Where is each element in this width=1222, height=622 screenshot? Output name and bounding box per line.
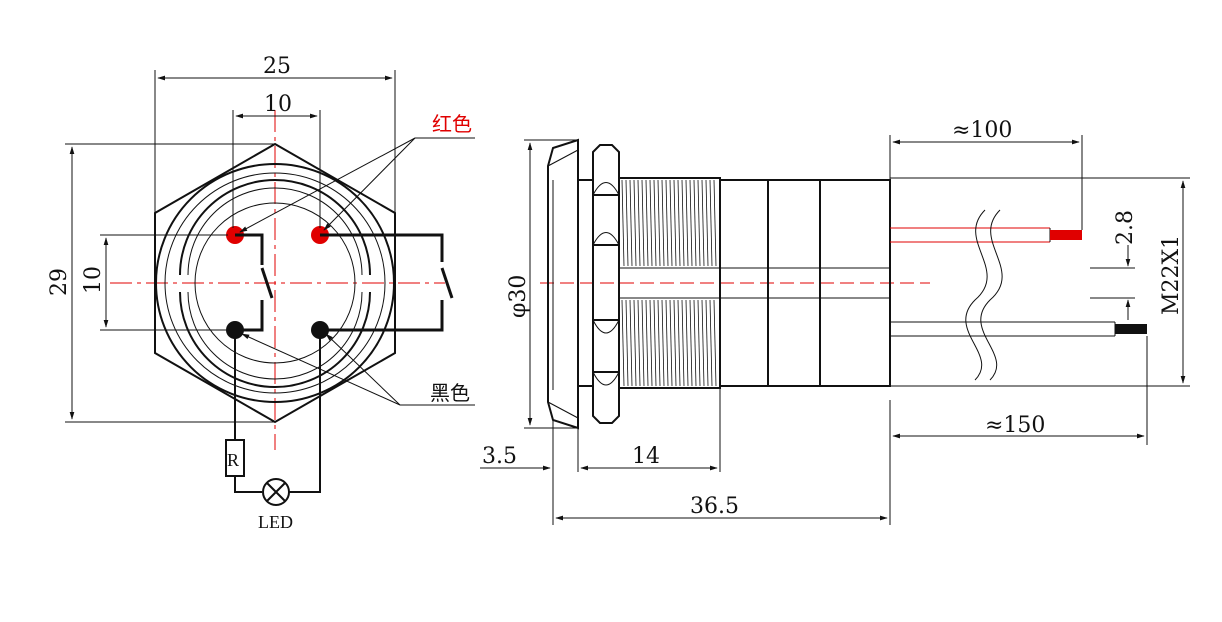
break-line-1 xyxy=(965,209,988,381)
thread-line xyxy=(621,179,625,267)
switch-right-lower xyxy=(320,300,444,332)
thread-line xyxy=(629,179,633,267)
thread-line xyxy=(661,179,665,267)
break-line-2 xyxy=(980,209,1003,381)
thread-line xyxy=(653,179,657,267)
thread-line xyxy=(689,179,693,267)
wire-resistor-led xyxy=(234,476,262,493)
thread-line xyxy=(653,299,657,387)
switch-left-upper xyxy=(235,233,264,265)
thread-line xyxy=(661,299,665,387)
dim-phi30: φ30 xyxy=(506,275,531,318)
thread-line xyxy=(701,299,705,387)
dim-29: 29 xyxy=(47,268,72,296)
dim-14: 14 xyxy=(632,444,660,469)
bezel-ring xyxy=(164,172,386,394)
thread-line xyxy=(669,179,673,267)
dim-m22x1: M22X1 xyxy=(1159,235,1184,315)
thread-line xyxy=(713,299,717,387)
wire-black-tip xyxy=(1115,324,1147,334)
dim-150: ≈150 xyxy=(985,413,1045,438)
thread-line xyxy=(641,179,645,267)
thread-line xyxy=(625,179,629,267)
label-red: 红色 xyxy=(432,112,472,136)
thread-line xyxy=(645,299,649,387)
resistor-label: R xyxy=(227,450,239,470)
thread-line xyxy=(685,179,689,267)
thread-line xyxy=(697,299,701,387)
thread-line xyxy=(637,179,641,267)
led-cross-b xyxy=(266,482,286,502)
thread-line xyxy=(689,299,693,387)
flange-chamfer-top xyxy=(547,149,579,167)
thread-line xyxy=(677,179,681,267)
thread-line xyxy=(709,299,713,387)
switch-right-blade xyxy=(440,267,454,299)
switch-left-blade xyxy=(260,267,274,299)
lens-arc-bottom-outer xyxy=(179,291,371,388)
thread-line xyxy=(685,299,689,387)
label-black: 黑色 xyxy=(430,381,470,405)
lens-arc-top-outer xyxy=(179,179,371,276)
thread-line xyxy=(649,299,653,387)
thread-line xyxy=(677,299,681,387)
thread-line xyxy=(645,179,649,267)
thread-line xyxy=(657,299,661,387)
body-segment-3 xyxy=(819,179,891,387)
wire-red-tip xyxy=(1050,230,1082,240)
leader-red-right xyxy=(323,137,416,231)
thread-line xyxy=(705,179,709,267)
thread-line xyxy=(629,299,633,387)
dim-2-8: 2.8 xyxy=(1113,210,1138,245)
thread-line xyxy=(641,299,645,387)
thread-line xyxy=(681,179,685,267)
leader-black-left xyxy=(241,333,401,406)
dim-36-5: 36.5 xyxy=(690,494,739,519)
thread-line xyxy=(713,179,717,267)
thread-line xyxy=(693,179,697,267)
leader-red-left xyxy=(239,137,416,233)
flange-chamfer-bottom xyxy=(547,401,579,419)
thread-line xyxy=(665,179,669,267)
switch-left-lower xyxy=(235,300,264,332)
thread-line xyxy=(625,299,629,387)
leader-black-right xyxy=(325,333,401,406)
thread-hatching xyxy=(621,179,717,387)
side-hex-nut xyxy=(592,144,620,424)
thread-line xyxy=(697,179,701,267)
dim-10-top: 10 xyxy=(264,92,292,117)
front-view: R LED 25 10 29 10 红色 黑色 xyxy=(47,54,475,532)
lens-inner-circle xyxy=(194,202,356,364)
thread-line xyxy=(673,299,677,387)
dim-10-left: 10 xyxy=(81,266,106,294)
thread-line xyxy=(665,299,669,387)
thread-line xyxy=(621,299,625,387)
thread-line xyxy=(673,179,677,267)
thread-line xyxy=(709,179,713,267)
thread-line xyxy=(657,179,661,267)
wire-led-terminal xyxy=(289,330,321,493)
dim-100: ≈100 xyxy=(952,118,1012,143)
thread-line xyxy=(701,179,705,267)
thread-line xyxy=(681,299,685,387)
bezel-outer-circle xyxy=(155,163,395,403)
switch-right-upper xyxy=(320,233,444,262)
nut-face-curves xyxy=(592,182,620,386)
side-view: ≈100 2.8 M22X1 φ30 ≈150 3.5 14 36.5 xyxy=(480,118,1190,525)
thread-line xyxy=(669,299,673,387)
thread-line xyxy=(633,299,637,387)
dim-3-5: 3.5 xyxy=(482,444,517,469)
thread-line xyxy=(693,299,697,387)
led-label: LED xyxy=(258,512,293,532)
thread-line xyxy=(633,179,637,267)
thread-line xyxy=(637,299,641,387)
dim-25: 25 xyxy=(263,54,291,79)
thread-line xyxy=(705,299,709,387)
thread-line xyxy=(649,179,653,267)
